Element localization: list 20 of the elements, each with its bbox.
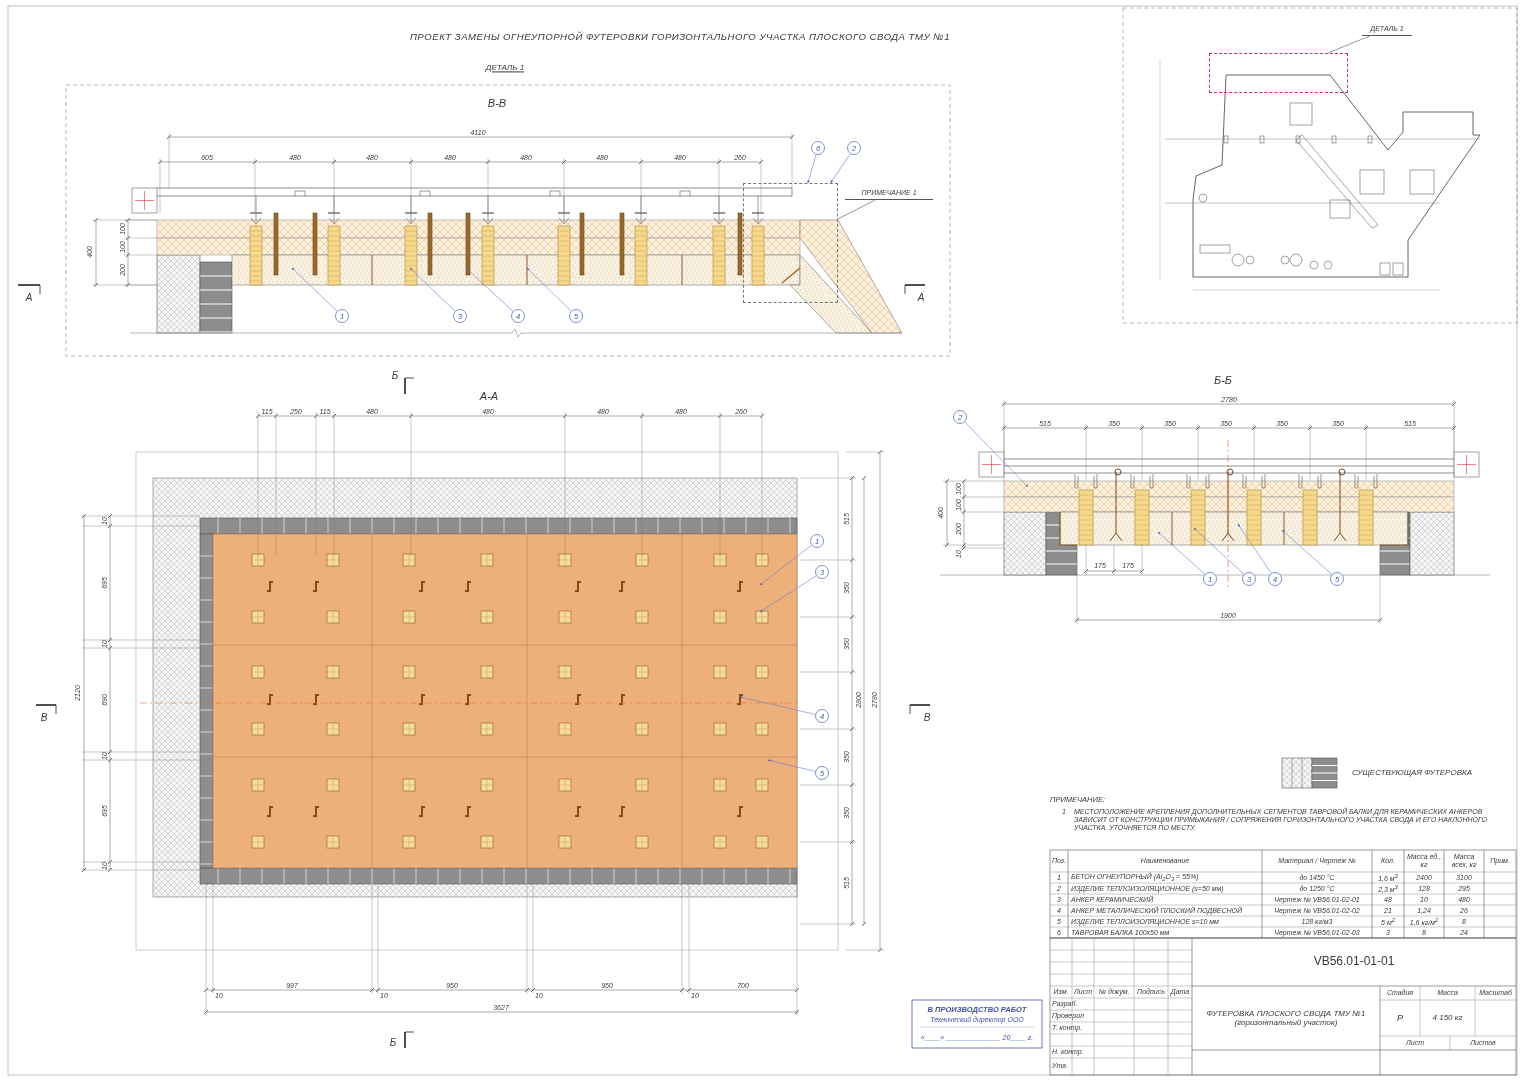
section-letter: В: [923, 712, 931, 724]
title-block-text: ФУТЕРОВКА ПЛОСКОГО СВОДА ТМУ №1 (горизонтальный участок): [1205, 1008, 1367, 1028]
detail-outline: [743, 183, 838, 303]
leader-line: [837, 199, 876, 220]
title-block-text: Р: [1397, 1012, 1403, 1024]
detail-heading: ДЕТАЛЬ 1: [485, 63, 525, 73]
section-letter: А: [917, 292, 925, 304]
view-title: Б-Б: [1214, 373, 1232, 387]
section-letter: В: [40, 712, 48, 724]
section-letter: А: [25, 292, 33, 304]
section-letter: Б: [391, 370, 399, 382]
drawing-code: VB56.01-01-01: [1313, 955, 1395, 969]
legend-text: СУЩЕСТВУЮЩАЯ ФУТЕРОВКА: [1352, 768, 1473, 778]
section-letter: Б: [389, 1037, 397, 1049]
view-title: В-В: [487, 96, 507, 110]
detail-outline: [1209, 53, 1348, 93]
view-title: А-А: [479, 389, 499, 403]
drawing-title: ПРОЕКТ ЗАМЕНЫ ОГНЕУПОРНОЙ ФУТЕРОВКИ ГОРИЗОНТАЛЬНОГО УЧАСТКА ПЛОСКОГО СВОДА ТМУ №1: [409, 31, 951, 43]
leader-line: [1327, 35, 1371, 54]
title-block-text: 4 150 кг: [1432, 1013, 1463, 1023]
